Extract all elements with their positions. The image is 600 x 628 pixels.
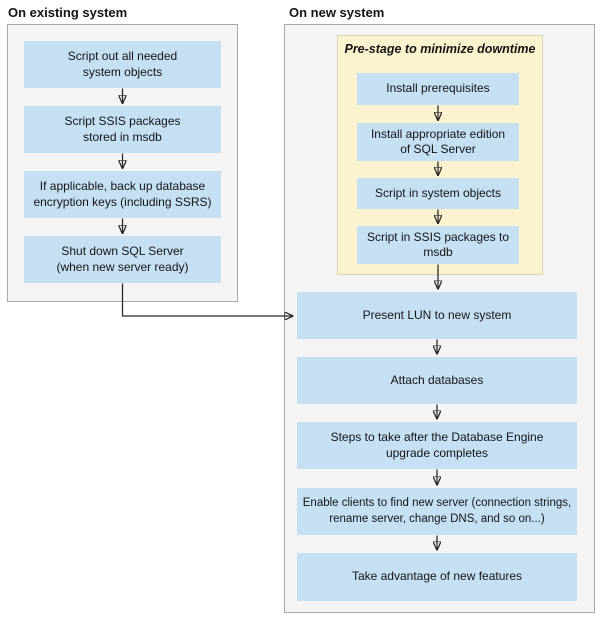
step-label: Install appropriate edition of SQL Serve…	[370, 126, 506, 157]
step-label: Take advantage of new features	[351, 569, 523, 584]
step-new-features: Take advantage of new features	[297, 553, 577, 601]
step-label: Present LUN to new system	[362, 307, 512, 322]
step-shut-down-sql-server: Shut down SQL Server (when new server re…	[24, 236, 221, 283]
step-label: Install prerequisites	[386, 81, 490, 96]
step-label: Script in system objects	[374, 185, 502, 200]
step-post-upgrade-steps: Steps to take after the Database Engine …	[297, 422, 577, 469]
step-label: Attach databases	[390, 372, 484, 387]
prestage-title: Pre-stage to minimize downtime	[344, 42, 536, 56]
step-enable-clients: Enable clients to find new server (conne…	[297, 488, 577, 535]
step-script-system-objects: Script out all needed system objects	[24, 41, 221, 88]
step-label: Shut down SQL Server (when new server re…	[56, 244, 189, 274]
step-install-prerequisites: Install prerequisites	[357, 73, 519, 105]
step-install-sql-server-edition: Install appropriate edition of SQL Serve…	[357, 123, 519, 161]
step-attach-databases: Attach databases	[297, 357, 577, 404]
step-label: Script out all needed system objects	[67, 49, 178, 79]
existing-system-header: On existing system	[8, 5, 128, 20]
new-system-header: On new system	[289, 5, 385, 20]
step-backup-encryption-keys: If applicable, back up database encrypti…	[24, 171, 221, 218]
step-script-in-ssis-packages: Script in SSIS packages to msdb	[357, 226, 519, 264]
step-script-in-system-objects: Script in system objects	[357, 178, 519, 209]
step-label: Script SSIS packages stored in msdb	[64, 114, 181, 144]
step-label: Steps to take after the Database Engine …	[330, 430, 544, 460]
step-label: Script in SSIS packages to msdb	[366, 229, 510, 260]
step-script-ssis-packages: Script SSIS packages stored in msdb	[24, 106, 221, 153]
step-label: Enable clients to find new server (conne…	[302, 497, 572, 525]
step-present-lun: Present LUN to new system	[297, 292, 577, 339]
step-label: If applicable, back up database encrypti…	[33, 179, 212, 209]
